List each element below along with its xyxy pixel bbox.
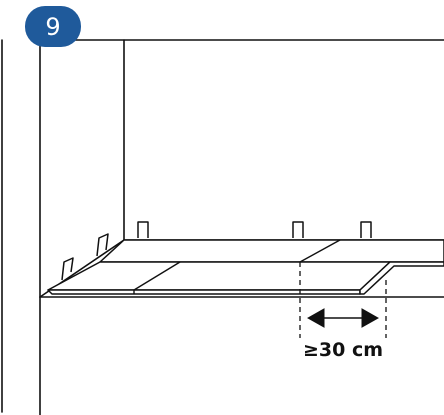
minimum-distance-label: ≥30 cm [303,339,384,361]
flooring-planks [47,239,444,295]
plank-row-top [99,239,444,263]
spacer-wedge [96,233,109,257]
spacer-wedge [61,257,74,281]
spacer-wedges [61,221,372,281]
plank-joint-2 [299,239,341,263]
spacer-wedge [292,221,304,238]
step-number: 9 [45,12,61,41]
arrow-head-left [306,308,325,328]
plank-row-front [47,261,391,291]
arrow-head-right [361,308,380,328]
spacer-wedge [360,221,372,238]
step-badge: 9 [25,6,81,47]
plank-step-edge [359,261,444,295]
plank-joint-1 [133,261,181,291]
dimension-arrow [306,308,380,328]
spacer-wedge [137,221,149,238]
plank-front-edge [47,289,361,295]
